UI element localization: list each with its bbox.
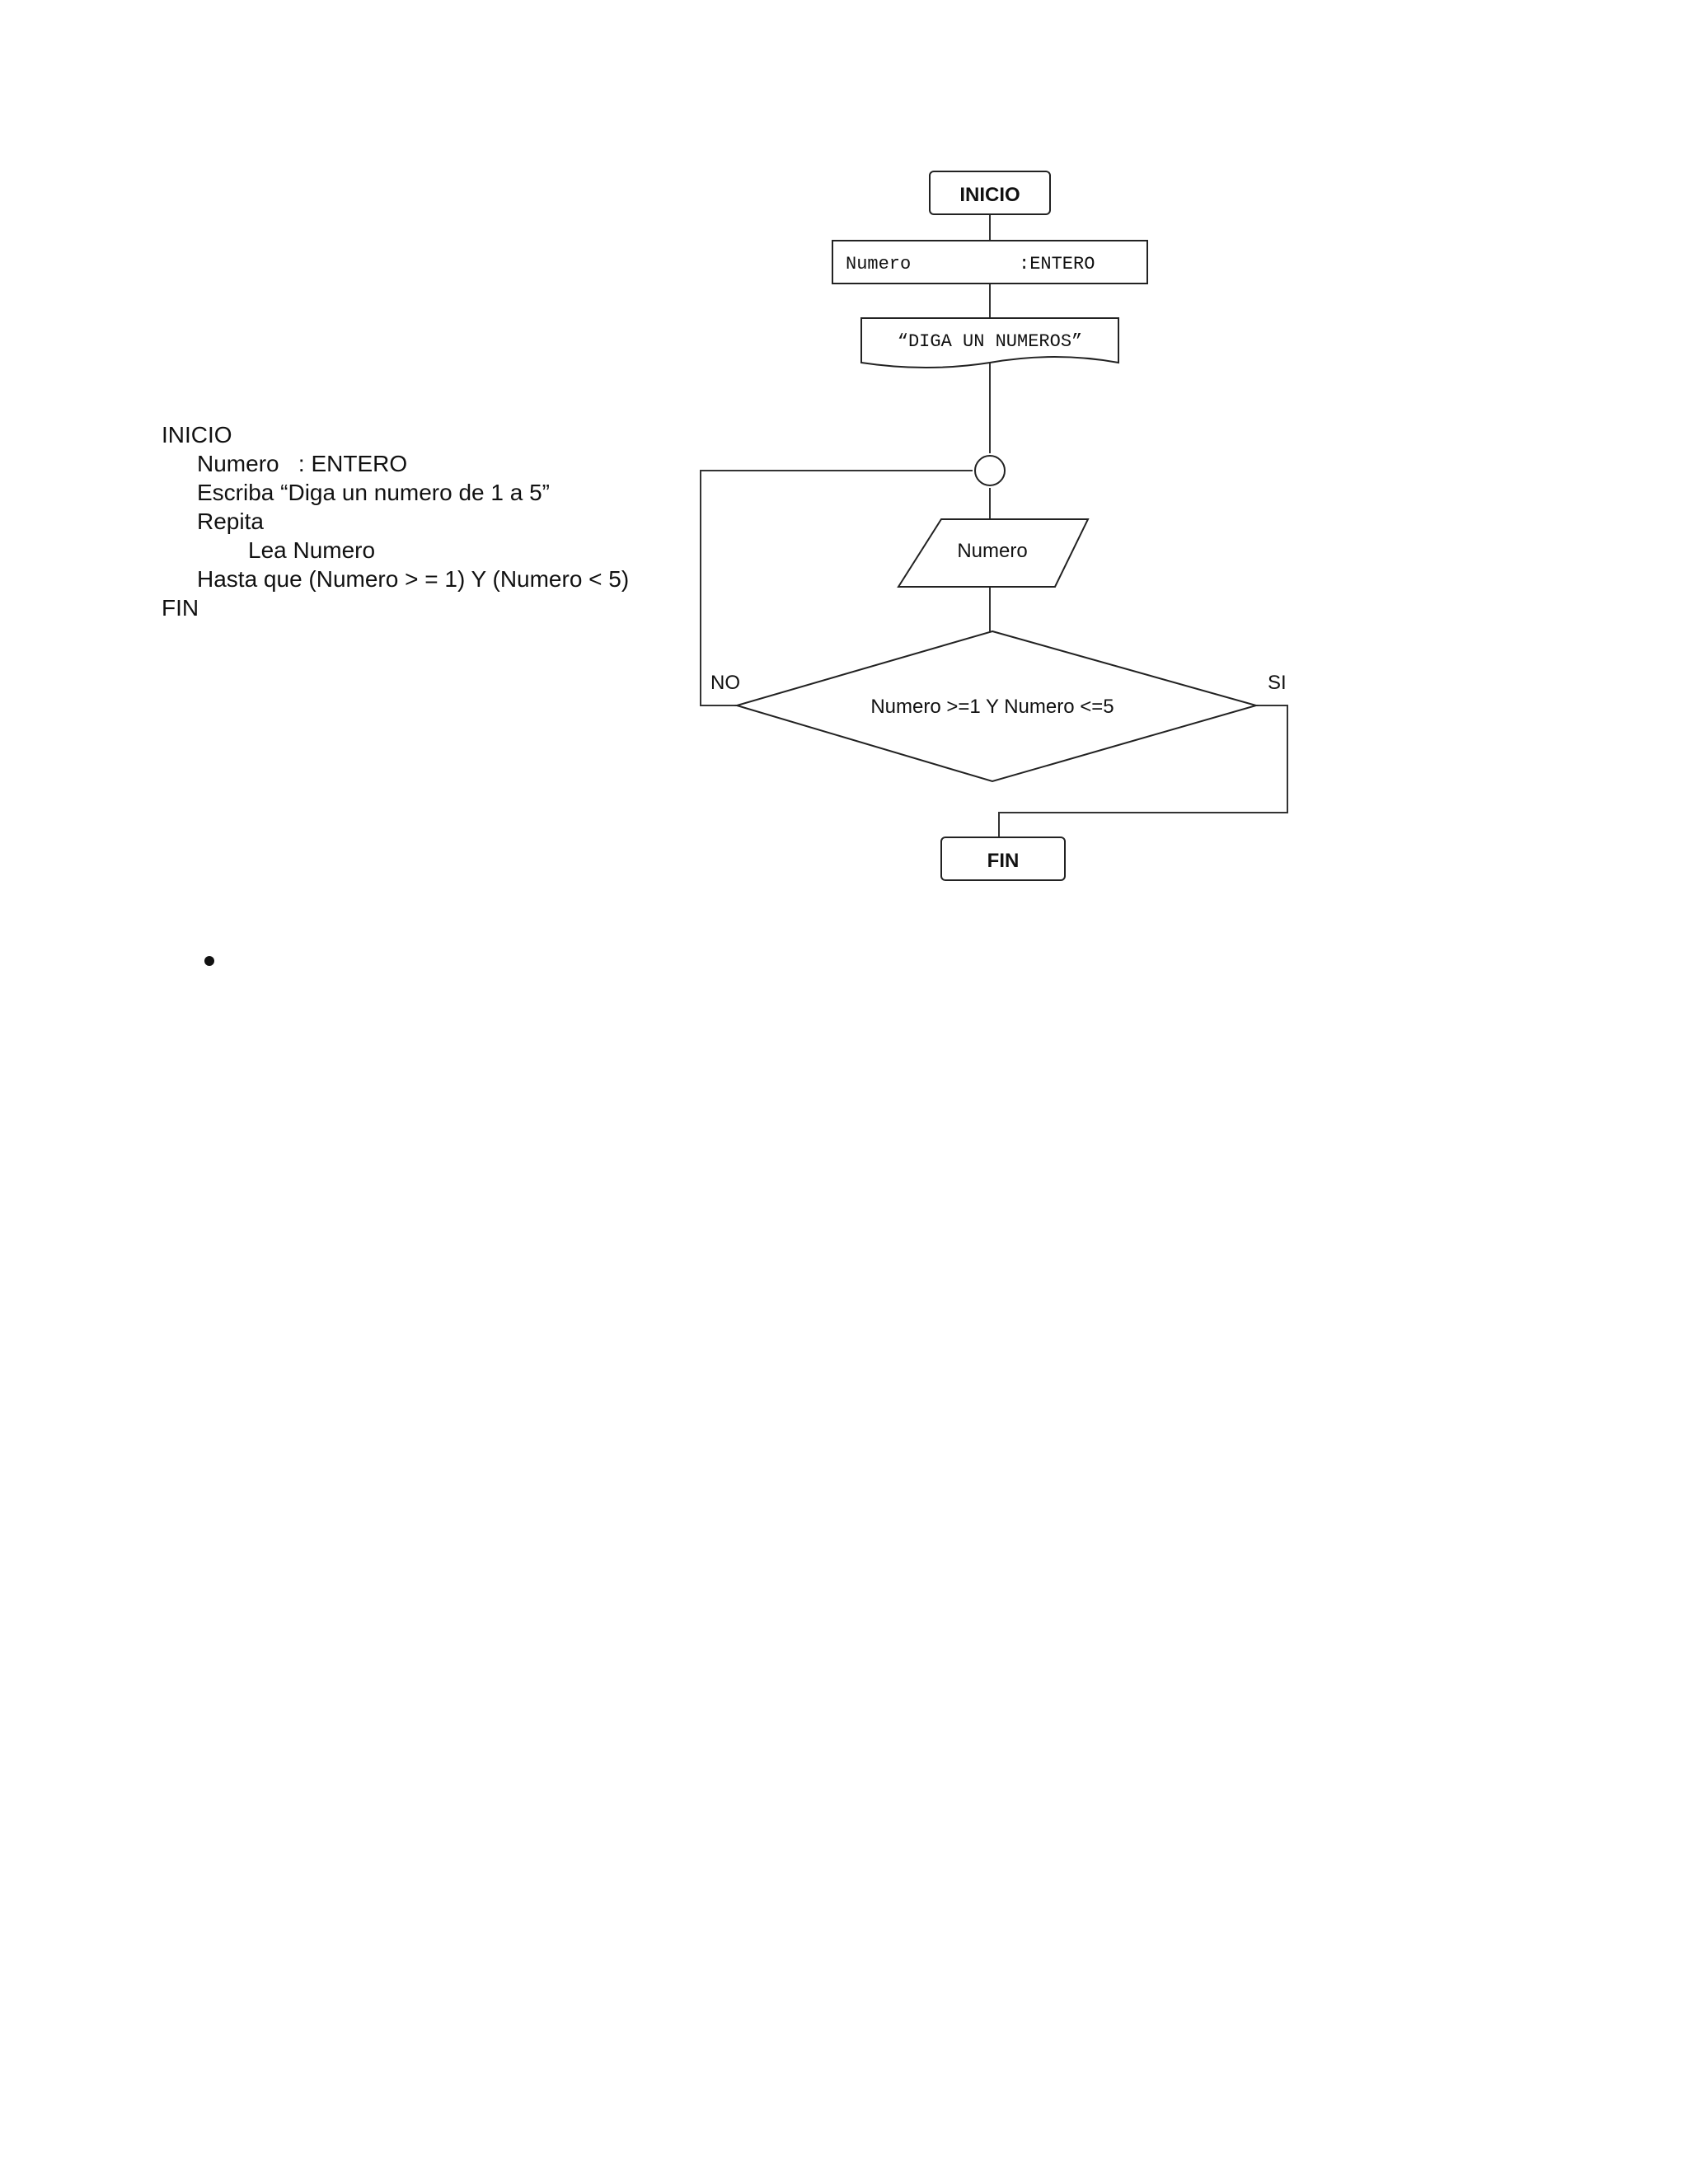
output-shape (860, 317, 1119, 368)
decision-label: Numero >=1 Y Numero <=5 (870, 696, 1114, 718)
declaration-box: Numero :ENTERO (832, 240, 1148, 284)
flowchart: INICIO Numero :ENTERO “DIGA UN NUMEROS” … (692, 157, 1319, 898)
pseudocode-line-repita: Repita (197, 509, 264, 534)
declaration-right: :ENTERO (1019, 254, 1095, 274)
pseudocode-line-hasta-que: Hasta que (Numero > = 1) Y (Numero < 5) (197, 566, 630, 592)
loop-connector-circle (974, 455, 1006, 486)
pseudocode-line-declaration: Numero : ENTERO (197, 451, 408, 476)
output-document: “DIGA UN NUMEROS” (860, 317, 1119, 368)
pseudocode-line-fin: FIN (162, 595, 199, 621)
connector-no-loop-back (700, 470, 973, 706)
declaration-rect (832, 240, 1148, 284)
decision-shape (734, 630, 1259, 783)
input-label: Numero (957, 540, 1027, 562)
pseudocode-line-inicio: INICIO (162, 422, 232, 448)
input-shape (897, 518, 1090, 588)
end-label: FIN (987, 850, 1020, 872)
pseudocode-line-escriba: Escriba “Diga un numero de 1 a 5” (197, 480, 550, 505)
start-terminal: INICIO (929, 171, 1051, 215)
connector-yes-to-end (998, 705, 1288, 837)
flowchart-svg: INICIO Numero :ENTERO “DIGA UN NUMEROS” … (700, 171, 1288, 881)
start-box (929, 171, 1051, 215)
yes-label: SI (1268, 672, 1287, 694)
end-terminal: FIN (940, 837, 1066, 881)
end-box (940, 837, 1066, 881)
bullet-point (204, 956, 214, 966)
decision-diamond: Numero >=1 Y Numero <=5 (734, 630, 1259, 783)
declaration-left: Numero (846, 254, 911, 274)
no-label: NO (710, 672, 740, 694)
pseudocode-line-lea: Lea Numero (248, 537, 376, 563)
start-label: INICIO (959, 184, 1020, 206)
input-parallelogram: Numero (897, 518, 1090, 588)
output-text: “DIGA UN NUMEROS” (898, 331, 1082, 352)
pseudocode-block: INICIO Numero : ENTERO Escriba “Diga un … (162, 420, 673, 622)
